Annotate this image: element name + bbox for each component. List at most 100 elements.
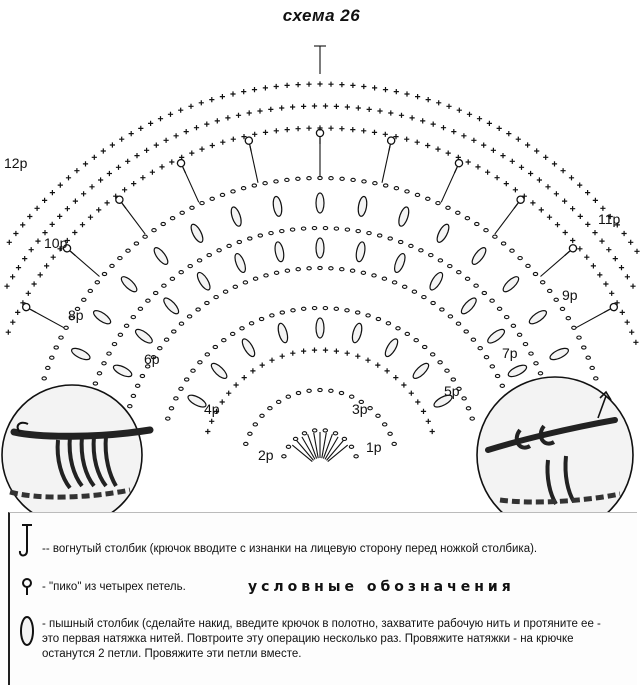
puff-stitch-mark (151, 245, 171, 267)
single-crochet-mark (608, 290, 615, 297)
chain-stitch-mark (474, 221, 480, 227)
chain-stitch-mark (165, 416, 171, 421)
single-crochet-mark (349, 82, 357, 89)
single-crochet-mark (576, 181, 583, 189)
chain-stitch-mark (204, 352, 211, 357)
legend-text-picot: - "пико" из четырех петель. (42, 581, 186, 593)
row-label-5: 5р (444, 383, 460, 399)
single-crochet-mark (414, 93, 421, 100)
single-crochet-mark (408, 114, 416, 122)
single-crochet-mark (486, 120, 493, 127)
picot-mark (510, 194, 527, 212)
row-label-7: 7р (502, 345, 518, 361)
chain-stitch-mark (366, 230, 372, 236)
single-crochet-mark (289, 103, 296, 111)
single-crochet-mark (546, 213, 553, 221)
single-crochet-mark (80, 190, 87, 198)
puff-stitch-mark (315, 192, 325, 214)
picot-mark (243, 135, 256, 153)
chain-stitch-mark (306, 176, 312, 181)
puff-stitch-mark (208, 360, 230, 382)
single-crochet-mark (568, 174, 575, 182)
chain-stitch-mark (470, 337, 477, 342)
chain-stitch-mark (481, 290, 488, 296)
puff-stitch-mark (194, 269, 213, 293)
chain-stitch-mark (360, 270, 367, 275)
single-crochet-mark (79, 221, 86, 228)
single-crochet-mark (204, 428, 212, 435)
puff-stitch-mark (132, 326, 155, 346)
puff-stitch-mark (275, 321, 291, 345)
chain-stitch-mark (477, 346, 483, 351)
single-crochet-mark (382, 86, 389, 93)
single-crochet-mark (374, 361, 381, 369)
single-crochet-mark (188, 149, 196, 157)
single-crochet-mark (371, 129, 378, 136)
puff-stitch-mark (427, 269, 446, 293)
puff-stitch-mark (396, 205, 412, 228)
row-label-4: 4р (204, 401, 220, 417)
single-crochet-mark (121, 186, 128, 194)
chain-stitch-mark (382, 183, 389, 188)
puff-stitch-mark (273, 240, 286, 263)
single-crochet-mark (268, 357, 276, 364)
single-crochet-mark (624, 273, 631, 280)
single-crochet-mark (65, 174, 72, 182)
single-crochet-mark (279, 353, 286, 360)
chain-stitch-mark (301, 431, 308, 436)
single-crochet-mark (383, 367, 391, 375)
single-crochet-mark (33, 205, 41, 212)
chain-stitch-mark (109, 263, 115, 269)
chain-stitch-mark (221, 338, 227, 343)
chain-stitch-mark (322, 225, 329, 231)
chain-stitch-mark (317, 387, 323, 393)
chain-stitch-mark (338, 390, 345, 396)
single-crochet-mark (198, 145, 206, 153)
chain-stitch-mark (230, 189, 236, 194)
center-spoke (321, 432, 327, 459)
chain-stitch-mark (300, 226, 307, 231)
single-crochet-mark (37, 271, 44, 279)
chain-stitch-mark (247, 236, 253, 241)
puff-stitch-mark (188, 221, 206, 245)
single-crochet-mark (577, 213, 584, 220)
single-crochet-mark (554, 221, 561, 228)
single-crochet-mark (43, 262, 50, 270)
single-crochet-mark (470, 137, 478, 144)
picot-mark (601, 301, 620, 317)
single-crochet-mark (618, 264, 625, 271)
single-crochet-mark (322, 102, 329, 110)
puff-stitch-mark (526, 307, 549, 327)
single-crochet-mark (465, 158, 472, 166)
right-hook-illustration (476, 376, 634, 512)
single-crochet-mark (612, 255, 619, 262)
puff-stitch-mark (91, 307, 114, 327)
puff-stitch-mark (239, 336, 258, 359)
single-crochet-mark (553, 190, 560, 198)
single-crochet-mark (632, 339, 640, 346)
chain-stitch-mark (160, 221, 166, 227)
single-crochet-mark (576, 245, 584, 253)
single-crochet-mark (382, 131, 389, 138)
chain-stitch-mark (437, 360, 443, 365)
chain-stitch-mark (101, 271, 108, 277)
chain-stitch-mark (522, 341, 529, 347)
single-crochet-mark (143, 147, 150, 154)
chain-stitch-mark (344, 308, 350, 313)
single-crochet-mark (289, 350, 296, 357)
chain-stitch-mark (117, 255, 123, 261)
single-crochet-mark (344, 350, 351, 357)
chain-stitch-mark (581, 345, 587, 350)
single-crochet-mark (259, 361, 266, 369)
single-crochet-mark (187, 103, 195, 110)
puff-stitch-mark (391, 251, 408, 275)
chain-stitch-mark (183, 377, 190, 382)
single-crochet-mark (590, 262, 597, 270)
chain-stitch-mark (489, 298, 495, 303)
single-crochet-mark (203, 120, 211, 128)
chain-stitch-mark (565, 316, 572, 321)
single-crochet-mark (278, 104, 285, 112)
single-crochet-mark (5, 329, 12, 336)
row-label-1: 1р (366, 439, 382, 455)
puff-stitch-mark (382, 336, 401, 359)
